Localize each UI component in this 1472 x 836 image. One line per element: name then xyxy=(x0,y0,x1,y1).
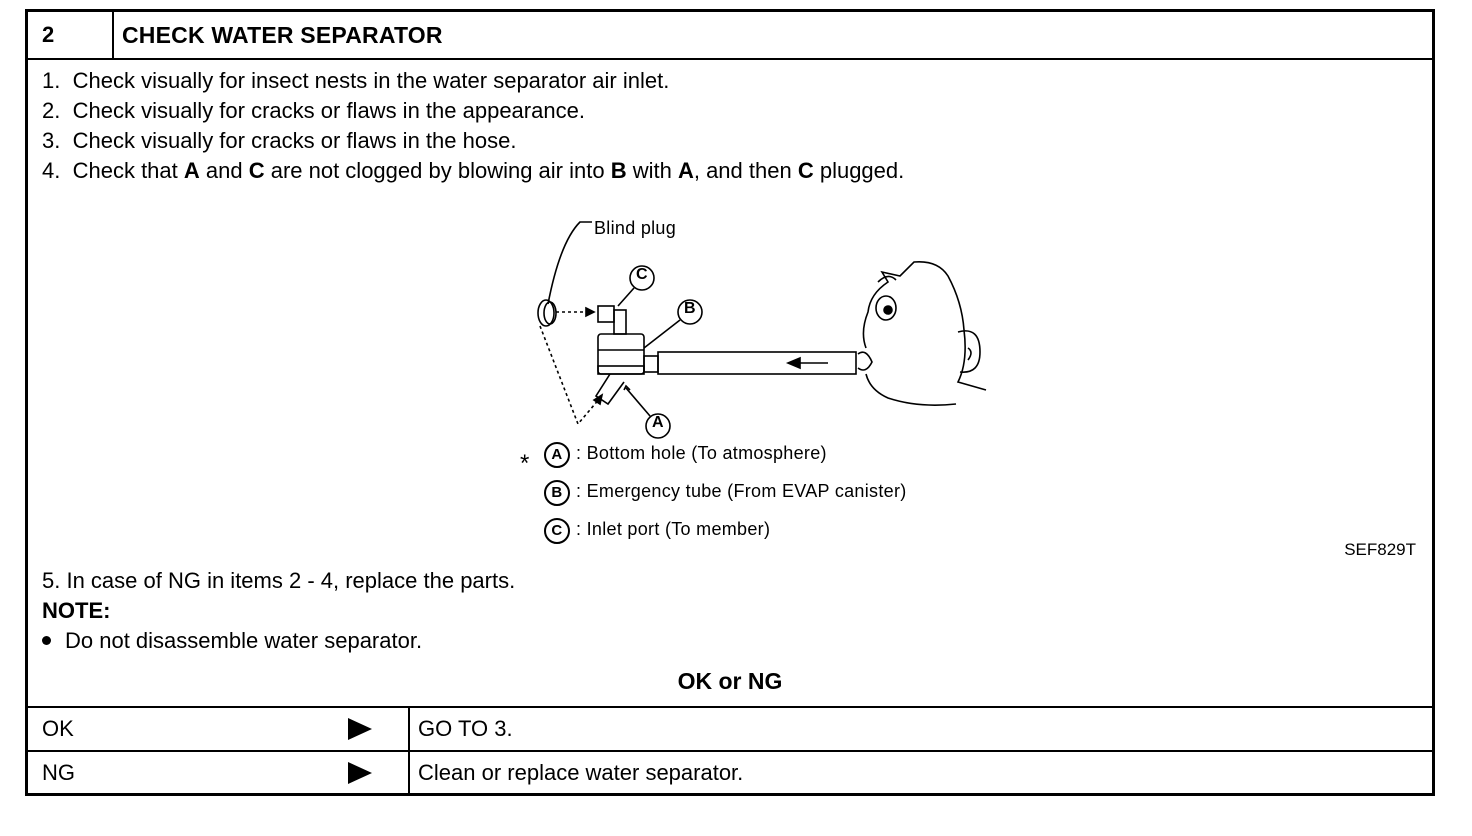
result-title: OK or NG xyxy=(677,668,783,694)
result-label-ok: OK xyxy=(42,716,74,741)
person-face xyxy=(862,260,987,391)
step-item-5: 5. In case of NG in items 2 - 4, replace… xyxy=(42,568,516,593)
step-header: 2 CHECK WATER SEPARATOR xyxy=(28,12,1432,60)
water-separator-illustration xyxy=(537,221,987,439)
inlet-port-c xyxy=(597,305,615,323)
callout-a: A xyxy=(652,414,664,431)
figure-code: SEF829T xyxy=(1344,540,1416,559)
legend-row-c: C: Inlet port (To member) xyxy=(544,518,770,544)
note-title: NOTE: xyxy=(42,598,111,623)
result-row-ok: OK GO TO 3. xyxy=(28,708,1432,752)
legend-marker: * xyxy=(520,450,530,477)
procedure-frame: 2 CHECK WATER SEPARATOR 1. Check visuall… xyxy=(25,9,1435,796)
result-action-ok: GO TO 3. xyxy=(418,716,513,741)
legend-letter-b: B xyxy=(544,480,570,506)
legend-letter-c: C xyxy=(544,518,570,544)
emergency-tube-b xyxy=(657,351,857,375)
step-item-4: 4. Check that A and C are not clogged by… xyxy=(42,158,905,183)
callout-b: B xyxy=(684,300,696,317)
result-action-ng: Clean or replace water separator. xyxy=(418,760,744,785)
water-separator-figure: Blind plug C B A * A: Bottom hole (To at… xyxy=(468,202,1028,552)
bullet-icon xyxy=(42,635,51,645)
step-item-2: 2. Check visually for cracks or flaws in… xyxy=(42,98,585,123)
check-steps-list: 1. Check visually for insect nests in th… xyxy=(42,66,904,186)
step-number: 2 xyxy=(28,12,114,58)
step-title: CHECK WATER SEPARATOR xyxy=(122,22,443,48)
callout-c: C xyxy=(636,266,648,283)
post-check-notes: 5. In case of NG in items 2 - 4, replace… xyxy=(42,566,515,656)
legend-letter-a: A xyxy=(544,442,570,468)
blind-plug-label: Blind plug xyxy=(594,218,677,238)
result-row-ng: NG Clean or replace water separator. xyxy=(28,752,1432,794)
note-bullet: Do not disassemble water separator. xyxy=(42,626,515,656)
right-arrow-icon xyxy=(348,762,372,784)
legend-row-a: A: Bottom hole (To atmosphere) xyxy=(544,442,827,468)
result-label-ng: NG xyxy=(42,760,75,785)
bottom-hole-a xyxy=(594,373,625,406)
blind-plug xyxy=(537,299,555,327)
separator-body xyxy=(597,333,645,375)
step-item-3: 3. Check visually for cracks or flaws in… xyxy=(42,128,517,153)
step-item-1: 1. Check visually for insect nests in th… xyxy=(42,68,670,93)
blind-plug-leader xyxy=(547,221,592,305)
result-divider xyxy=(28,706,1432,708)
legend-row-b: B: Emergency tube (From EVAP canister) xyxy=(544,480,907,506)
right-arrow-icon xyxy=(348,718,372,740)
